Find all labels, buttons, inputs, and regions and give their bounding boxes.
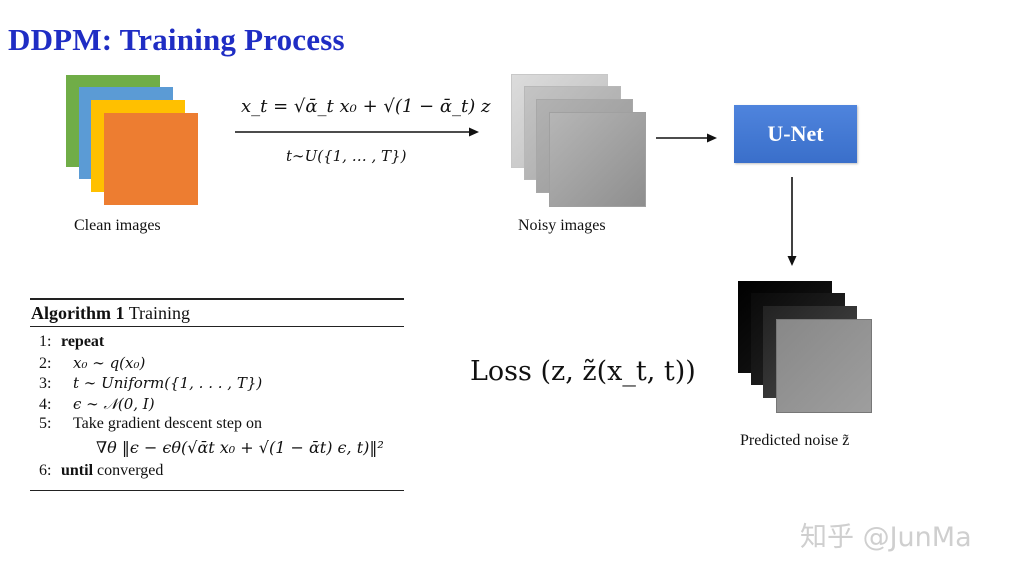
algorithm-line-6: 6:until converged (39, 462, 164, 479)
watermark: 知乎 @JunMa (800, 522, 972, 553)
noising-formula: x_t = √ᾱ_t x₀ + √(1 − ᾱ_t) z (241, 96, 491, 117)
clean-images-caption: Clean images (74, 217, 161, 234)
unet-label: U-Net (767, 121, 824, 146)
algorithm-line-1: 1:repeat (39, 333, 105, 350)
algorithm-header: Algorithm 1 Training (30, 300, 404, 326)
algorithm-line-4: 4:ϵ ∼ 𝒩(0, I) (39, 395, 155, 413)
algorithm-title-bold: Algorithm 1 (31, 303, 125, 323)
predicted-noise-caption: Predicted noise z̃ (740, 432, 850, 449)
noising-arrow (235, 127, 479, 137)
algorithm-line-3: 3:t ∼ Uniform({1, . . . , T}) (39, 374, 263, 392)
to-unet-arrow (656, 133, 717, 143)
algorithm-mid-rule (30, 326, 404, 327)
training-algorithm: Algorithm 1 Training 1:repeat 2:x₀ ∼ q(x… (30, 298, 404, 494)
algorithm-top-rule (30, 298, 404, 300)
noisy-images-stack (511, 74, 646, 208)
clean-images-stack (66, 75, 200, 209)
algorithm-title-rest: Training (128, 303, 191, 323)
algorithm-gradient-expression: ∇θ ‖ϵ − ϵθ(√ᾱt x₀ + √(1 − ᾱt) ϵ, t)‖² (96, 438, 384, 457)
timestep-sampling: t∼U({1, … , T}) (286, 147, 407, 165)
noisy-image-4 (549, 112, 646, 207)
page-title: DDPM: Training Process (8, 22, 345, 57)
unet-output-arrow (787, 177, 797, 266)
predicted-noise-stack (738, 281, 872, 413)
noisy-images-caption: Noisy images (518, 217, 606, 234)
algorithm-line-2: 2:x₀ ∼ q(x₀) (39, 354, 146, 372)
unet-block: U-Net (734, 105, 857, 163)
algorithm-line-5: 5:Take gradient descent step on (39, 415, 263, 432)
algorithm-bottom-rule (30, 490, 404, 491)
loss-expression: Loss (z, z̃(x_t, t)) (470, 356, 696, 387)
clean-image-orange (104, 113, 198, 205)
predicted-noise-4 (776, 319, 872, 413)
